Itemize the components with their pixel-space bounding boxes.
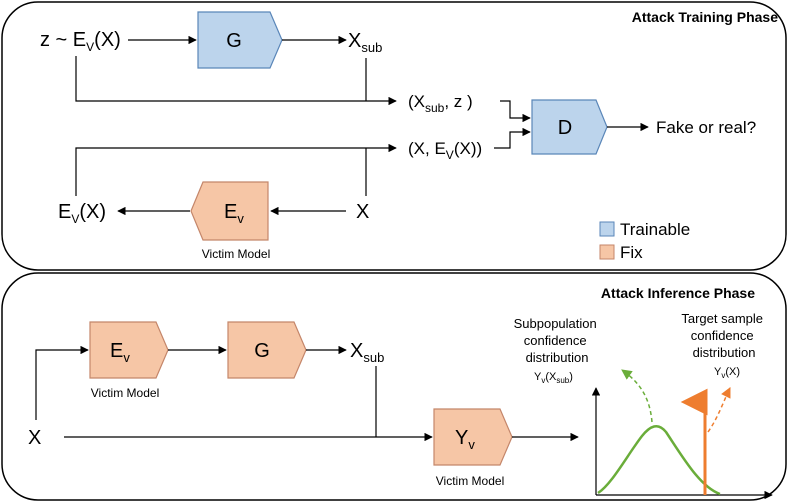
legend-fix-swatch (599, 244, 615, 260)
inference-generator-label: G (254, 340, 270, 362)
target-annotation: Target sample confidence distribution (681, 311, 766, 360)
discriminator-block (531, 99, 608, 155)
inference-encoder-label: Ev (110, 340, 130, 365)
victim-model-caption-confidence: Victim Model (436, 474, 504, 488)
legend-trainable-swatch (599, 221, 615, 237)
victim-encoder-block (190, 181, 269, 241)
x-input-training: X (356, 201, 369, 223)
victim-model-caption-encoder: Victim Model (91, 386, 159, 400)
victim-encoder-label: Ev (224, 201, 244, 226)
subpopulation-confidence-curve (597, 424, 721, 496)
discriminator-output-label: Fake or real? (656, 118, 756, 137)
noise-input-label: z ~ EV(X) (40, 29, 121, 54)
inference-title: Attack Inference Phase (601, 285, 755, 301)
pair-xsub-z: (Xsub, z ) (408, 92, 473, 115)
ev-output-label: EV(X) (58, 201, 106, 226)
discriminator-label: D (558, 117, 572, 139)
inference-panel (1, 272, 787, 501)
xsub-output-label: Xsub (348, 30, 382, 55)
legend-trainable-label: Trainable (620, 220, 690, 239)
x-input-inference: X (28, 427, 41, 449)
subpopulation-formula: Yv(Xsub) (534, 371, 573, 385)
legend-fix-label: Fix (620, 243, 643, 262)
inference-xsub-label: Xsub (350, 340, 384, 365)
target-pointer-arrow (707, 387, 731, 433)
victim-model-caption-training: Victim Model (202, 247, 270, 261)
generator-block (197, 11, 283, 69)
inference-generator-block (227, 321, 307, 379)
generator-label: G (226, 30, 242, 52)
training-title: Attack Training Phase (632, 9, 778, 25)
target-formula: Yv(X) (714, 366, 740, 380)
subpopulation-pointer-arrow (621, 369, 653, 423)
confidence-model-block (433, 408, 513, 466)
subpopulation-annotation: Subpopulation confidence distribution (514, 316, 601, 365)
confidence-model-label: Yv (455, 427, 475, 452)
inference-encoder-block (89, 321, 169, 379)
pair-x-evx: (X, EV(X)) (408, 139, 482, 162)
